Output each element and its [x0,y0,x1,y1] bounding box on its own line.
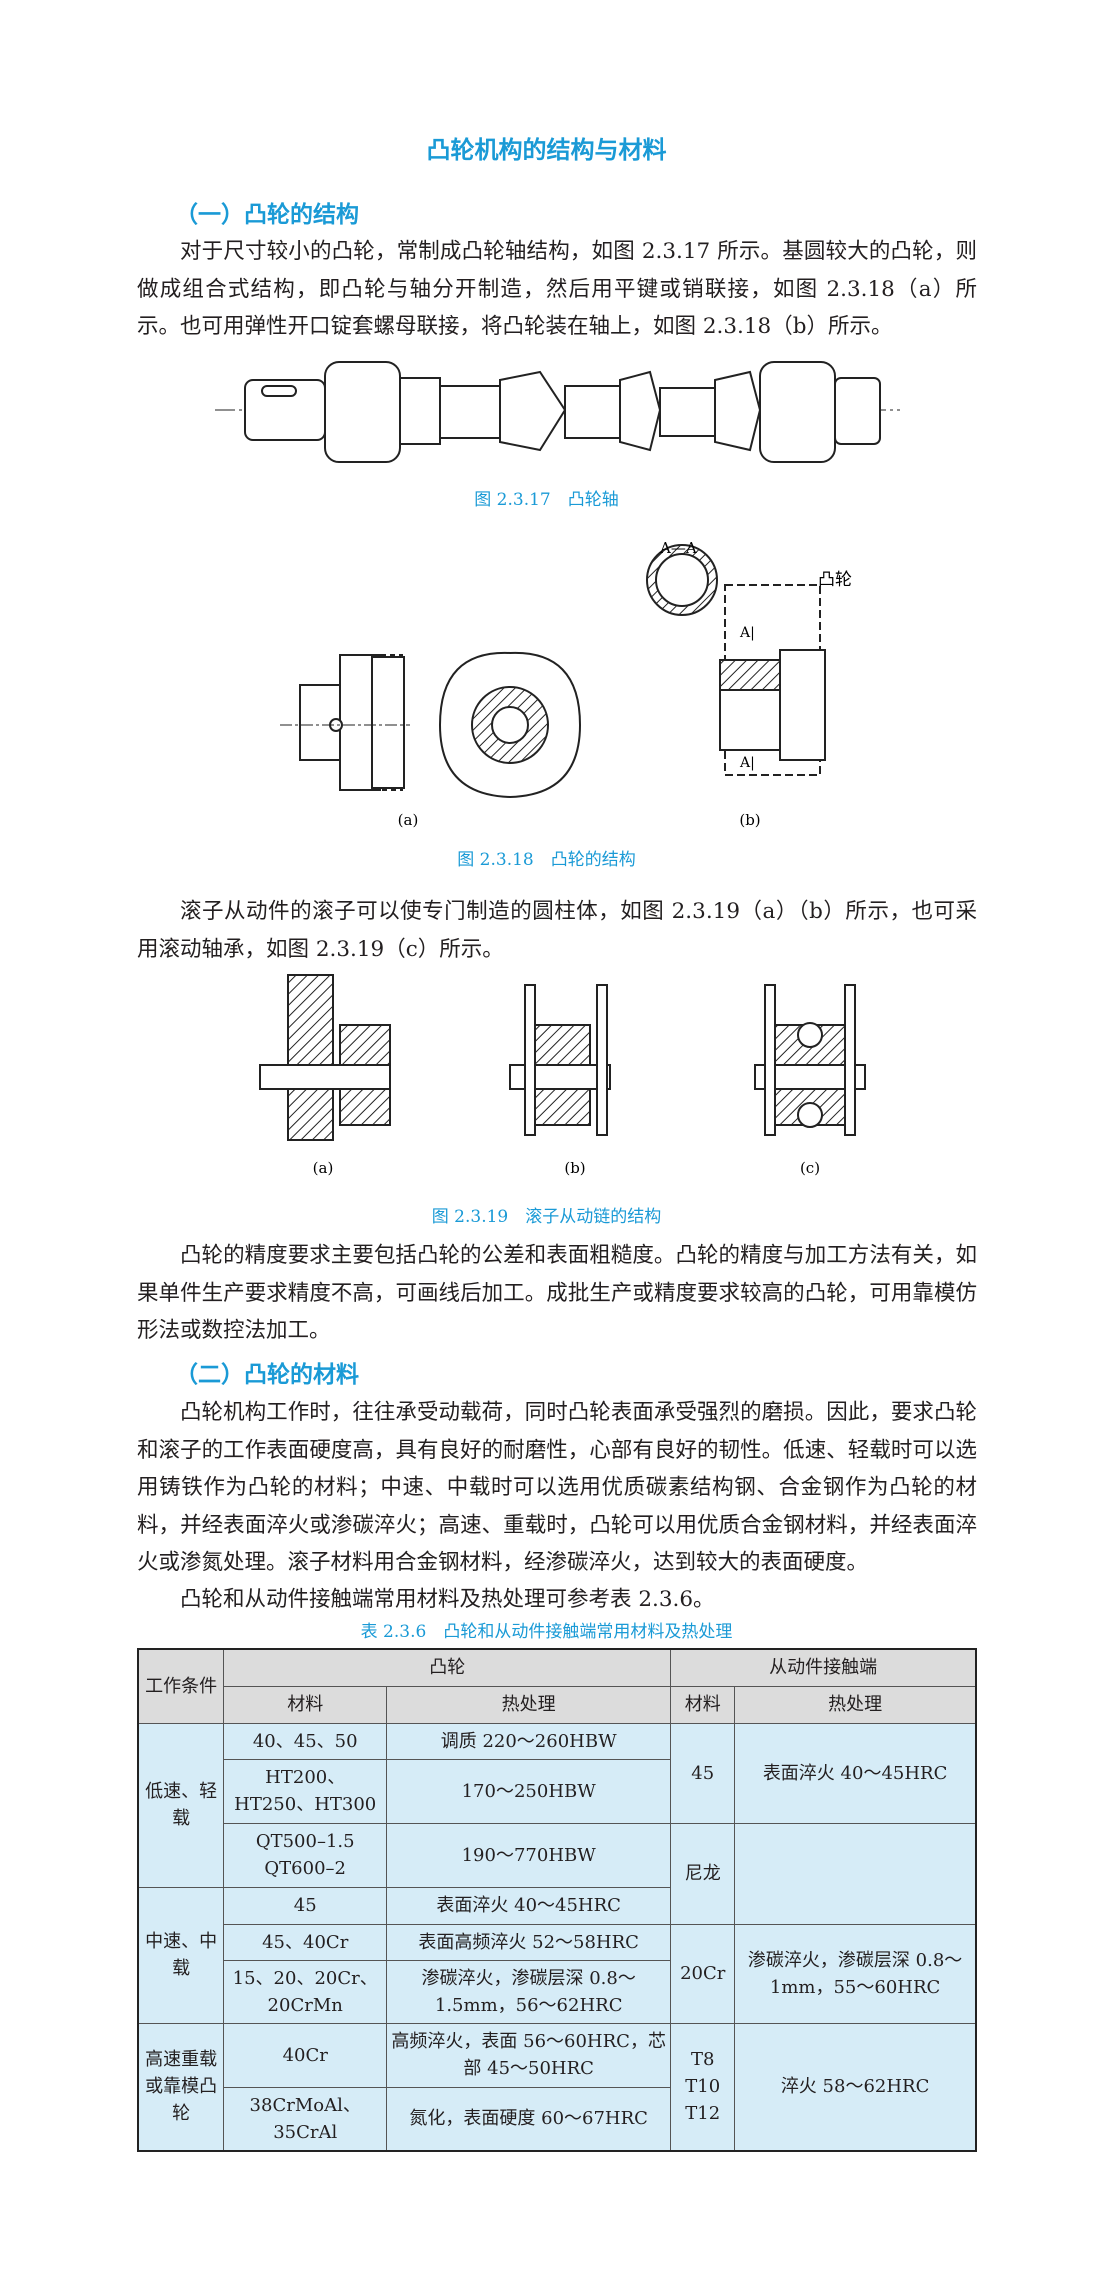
header-follower: 从动件接触端 [670,1648,977,1687]
condition-cell: 低速、轻载 [137,1722,225,1888]
paragraph-table-reference: 凸轮和从动件接触端常用材料及热处理可参考表 2.3.6。 [180,1587,715,1612]
follower-material-cell: T8 T10 T12 [670,2022,736,2152]
material-cell: 40Cr [223,2022,388,2088]
material-cell: 45、40Cr [223,1923,388,1961]
heat-cell: 170～250HBW [386,1758,672,1824]
table-row: 38CrMoAl、35CrAl 氮化，表面硬度 60～67HRC [138,2086,976,2152]
fig18-section-label: A—A [659,539,697,557]
table-row: 低速、轻载 40、45、50 调质 220～260HBW 45 表面淬火 40～… [137,1722,977,1888]
follower-heat-cell: 淬火 58～62HRC [734,2022,977,2152]
header-material-follower: 材料 [670,1685,736,1724]
heat-cell: 渗碳淬火，渗碳层深 0.8～1.5mm，56～62HRC [386,1959,672,2024]
figure-caption-2-3-19: 图 2.3.19 滚子从动链的结构 [431,1207,662,1227]
fig18-a1: A| [739,625,755,641]
heat-cell: 190～770HBW [386,1822,672,1888]
material-cell: 15、20、20Cr、20CrMn [223,1959,388,2024]
fig18-label-b: (b) [739,811,760,829]
condition-cell: 中速、中载 [137,1886,225,2024]
fig19-label-c: (c) [800,1159,820,1177]
follower-heat-cell: 渗碳淬火，渗碳层深 0.8～1mm，55～60HRC [734,1923,977,2024]
fig18-cam-label: 凸轮 [818,570,852,590]
header-cam: 凸轮 [223,1648,672,1687]
section-heading-structure: （一）凸轮的结构 [175,201,359,228]
header-heat: 热处理 [386,1685,672,1724]
material-cell: 45 [223,1886,388,1925]
table-row: 15、20、20Cr、20CrMn 渗碳淬火，渗碳层深 0.8～1.5mm，56… [138,1959,976,2024]
header-heat-follower: 热处理 [734,1685,977,1724]
header-material: 材料 [223,1685,388,1724]
camshaft-figure [215,361,900,463]
follower-material-cell: 45 [670,1722,736,1824]
paragraph-roller: 滚子从动件的滚子可以使专门制造的圆柱体，如图 2.3.19（a）（b）所示，也可… [137,899,977,962]
table-row: 45、40Cr 表面高频淬火 52～58HRC 20Cr 渗碳淬火，渗碳层深 0… [138,1923,977,2024]
fig19-label-b: (b) [564,1159,585,1177]
figure-caption-2-3-17: 图 2.3.17 凸轮轴 [474,490,619,510]
heat-cell: 表面高频淬火 52～58HRC [386,1923,672,1961]
fig18-a2: A| [739,755,755,771]
heat-cell: 调质 220～260HBW [386,1722,672,1760]
heat-cell: 氮化，表面硬度 60～67HRC [386,2086,672,2152]
paragraph-structure: 对于尺寸较小的凸轮，常制成凸轮轴结构，如图 2.3.17 所示。基圆较大的凸轮，… [137,239,977,339]
follower-heat-cell [734,1822,977,1925]
material-cell: 40、45、50 [223,1722,388,1760]
table-row: HT200、HT250、HT300 170～250HBW [138,1758,976,1824]
follower-material-cell: 20Cr [670,1923,736,2024]
cam-structure-figure: (a) (b) A—A 凸轮 A| A| [280,539,852,829]
roller-follower-figure: (a) (b) (c) [259,974,866,1177]
figure-caption-2-3-18: 图 2.3.18 凸轮的结构 [457,850,636,870]
paragraph-precision: 凸轮的精度要求主要包括凸轮的公差和表面粗糙度。凸轮的精度与加工方法有关，如果单件… [137,1243,977,1343]
heat-cell: 表面淬火 40～45HRC [386,1886,672,1925]
material-cell: HT200、HT250、HT300 [223,1758,388,1824]
follower-material-cell: 尼龙 [670,1822,736,1925]
heat-cell: 高频淬火，表面 56～60HRC，芯部 45～50HRC [386,2022,672,2088]
follower-heat-cell: 表面淬火 40～45HRC [734,1722,977,1824]
table-row: QT500–1.5 QT600–2 190～770HBW 尼龙 [138,1822,977,1925]
material-cell: 38CrMoAl、35CrAl [223,2086,388,2152]
materials-table: 工作条件 凸轮 从动件接触端 材料 热处理 材料 热处理 低速、轻载 40、45… [137,1648,977,2152]
section-heading-material: （二）凸轮的材料 [175,1361,359,1388]
table-row: 高速重载或靠模凸轮 40Cr 高频淬火，表面 56～60HRC，芯部 45～50… [137,2022,977,2152]
paragraph-material: 凸轮机构工作时，往往承受动载荷，同时凸轮表面承受强烈的磨损。因此，要求凸轮和滚子… [137,1400,977,1575]
table-caption: 表 2.3.6 凸轮和从动件接触端常用材料及热处理 [360,1622,733,1642]
fig18-label-a: (a) [398,811,419,829]
header-condition: 工作条件 [137,1648,225,1724]
page-title: 凸轮机构的结构与材料 [426,135,667,164]
material-cell: QT500–1.5 QT600–2 [223,1822,388,1888]
fig19-label-a: (a) [313,1159,334,1177]
condition-cell: 高速重载或靠模凸轮 [137,2022,225,2152]
